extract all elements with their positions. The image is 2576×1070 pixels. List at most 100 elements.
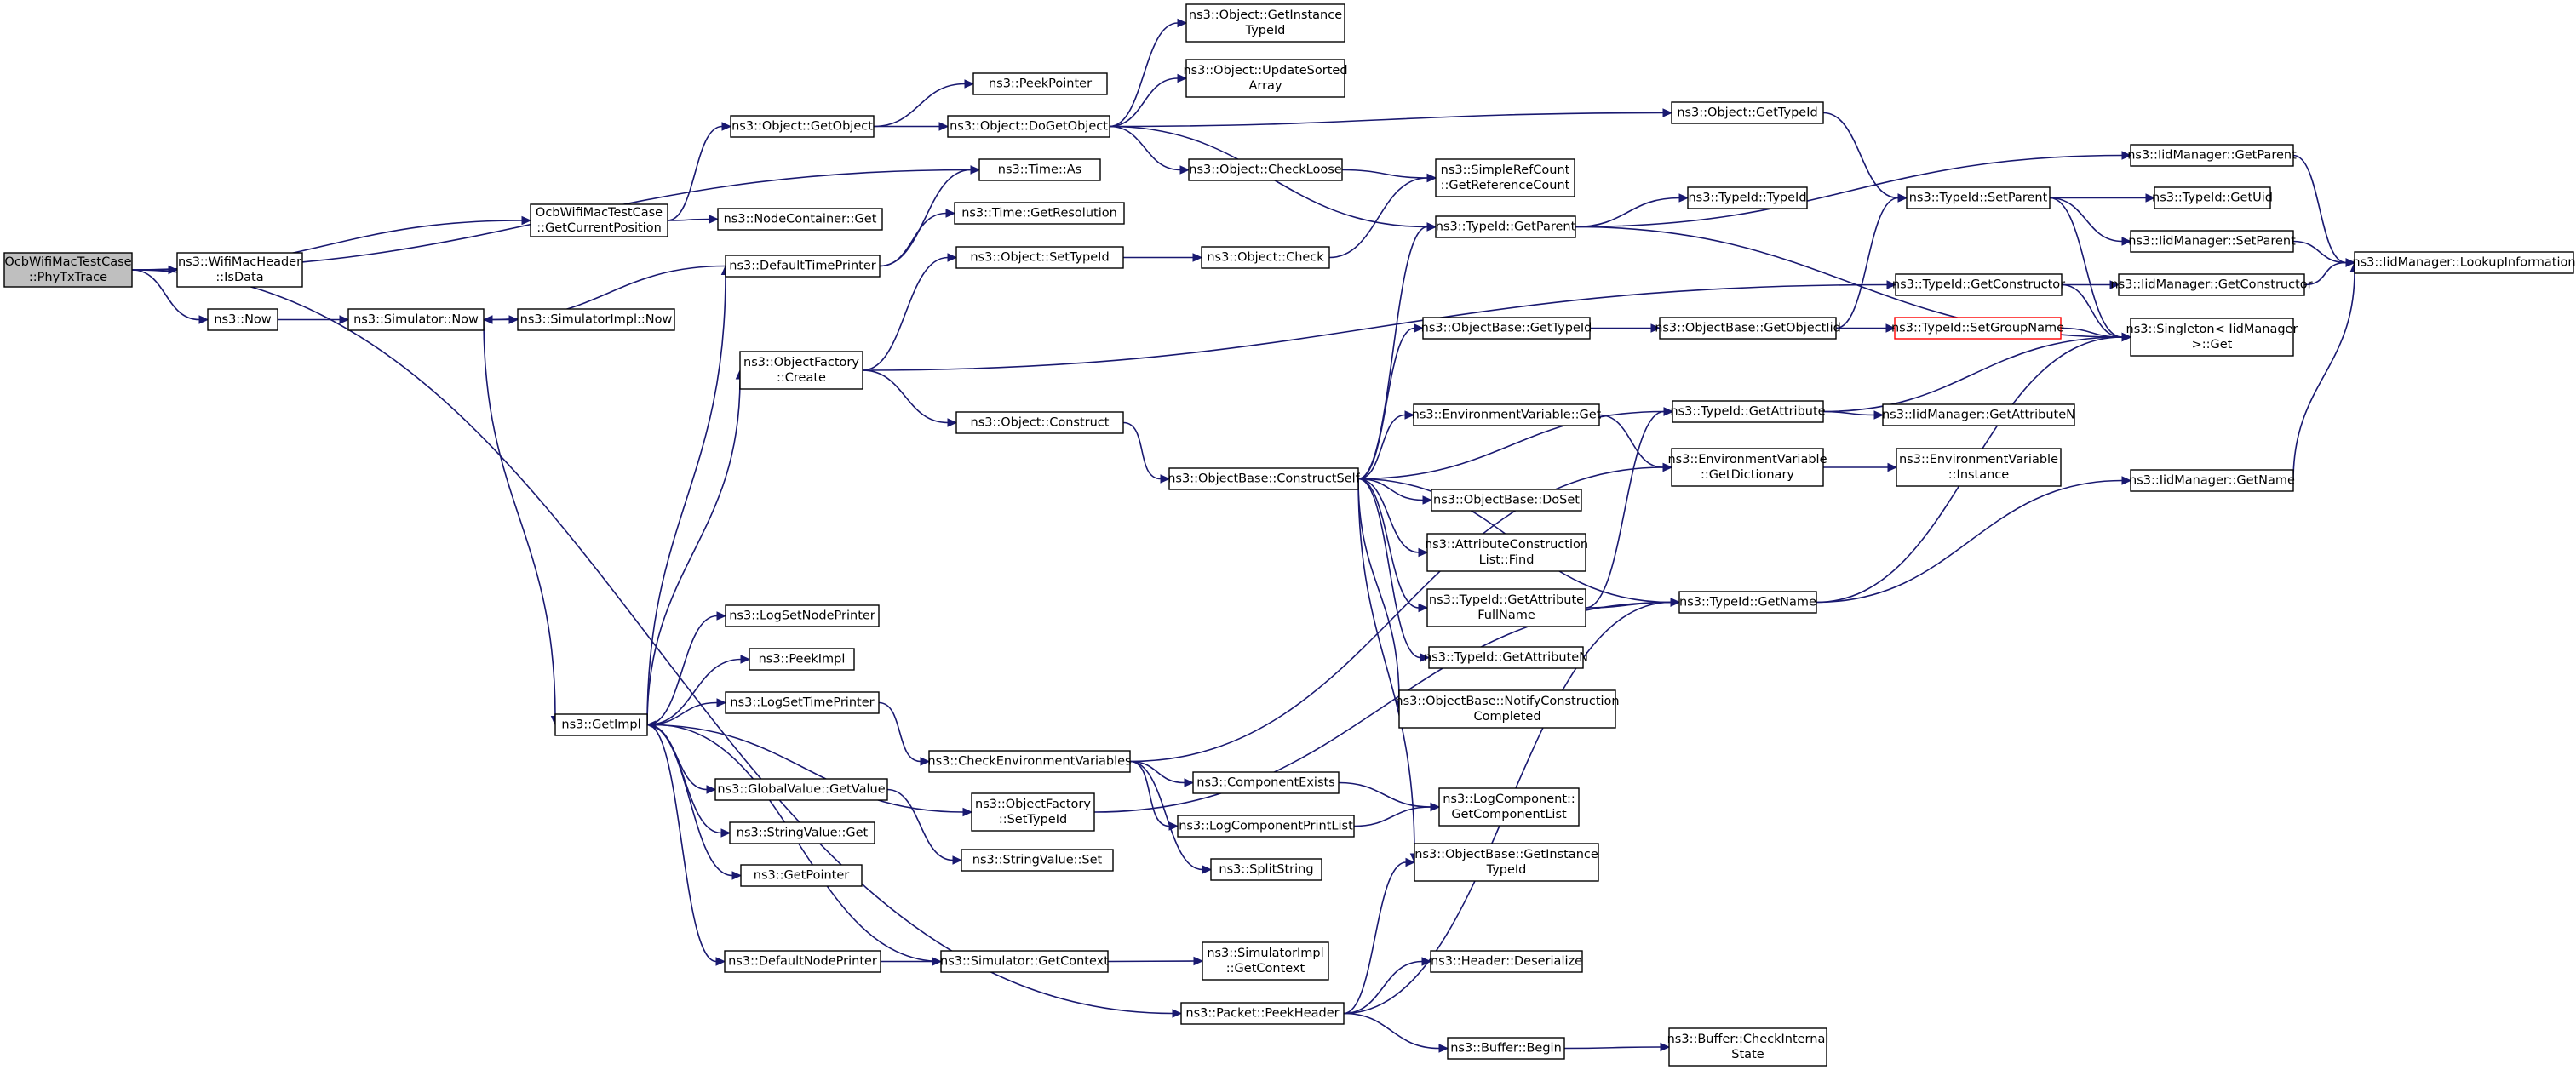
node-box (1896, 448, 2062, 487)
graph-node-node-container-get[interactable]: ns3::NodeContainer::Get (717, 208, 883, 231)
graph-node-peek-pointer[interactable]: ns3::PeekPointer (972, 72, 1108, 95)
call-edge-arrowhead (1404, 410, 1415, 420)
graph-node-sim-impl-get-context[interactable]: ns3::SimulatorImpl::GetContext (1202, 941, 1329, 981)
graph-node-env-var-instance[interactable]: ns3::EnvironmentVariable::Instance (1896, 448, 2062, 487)
call-edge-arrowhead (2109, 280, 2120, 289)
graph-node-peek-impl[interactable]: ns3::PeekImpl (749, 648, 855, 671)
call-edge (1357, 478, 1429, 558)
call-edge-arrowhead (964, 79, 975, 89)
graph-node-string-value-set[interactable]: ns3::StringValue::Set (961, 849, 1114, 872)
graph-node-sim-impl-now[interactable]: ns3::SimulatorImpl::Now (517, 308, 675, 331)
graph-node-log-component-get-component-list[interactable]: ns3::LogComponent::GetComponentList (1438, 787, 1580, 827)
graph-node-iid-get-attribute-n[interactable]: ns3::IidManager::GetAttributeN (1882, 403, 2075, 426)
graph-node-env-var-get[interactable]: ns3::EnvironmentVariable::Get (1412, 403, 1602, 426)
graph-node-time-get-resolution[interactable]: ns3::Time::GetResolution (954, 202, 1125, 225)
graph-node-type-id-get-attribute[interactable]: ns3::TypeId::GetAttribute (1670, 400, 1826, 423)
call-edge-line (1357, 410, 1665, 480)
call-edge-line (2049, 197, 2123, 243)
call-edge-line (2061, 283, 2123, 338)
node-label: ns3::Time::GetResolution (961, 207, 1117, 220)
graph-node-type-id-set-parent[interactable]: ns3::TypeId::SetParent (1906, 186, 2051, 209)
graph-node-construct-self[interactable]: ns3::ObjectBase::ConstructSelf (1168, 467, 1361, 490)
graph-node-iid-get-constructor[interactable]: ns3::IidManager::GetConstructor (2110, 273, 2313, 296)
graph-node-iid-set-parent[interactable]: ns3::IidManager::SetParent (2128, 230, 2296, 253)
graph-node-type-id-get-name[interactable]: ns3::TypeId::GetName (1678, 591, 1817, 614)
graph-node-default-node-printer[interactable]: ns3::DefaultNodePrinter (724, 950, 881, 973)
graph-node-notify-construction-completed[interactable]: ns3::ObjectBase::NotifyConstructionCompl… (1395, 689, 1620, 729)
node-box (530, 203, 668, 237)
node-label: ::GetDictionary (1701, 468, 1794, 482)
graph-node-singleton-get[interactable]: ns3::Singleton< IidManager >::Get (2126, 318, 2298, 357)
graph-node-type-id-get-attribute-n[interactable]: ns3::TypeId::GetAttributeN (1424, 646, 1588, 669)
graph-node-do-get-object[interactable]: ns3::Object::DoGetObject (947, 115, 1110, 138)
call-edge-line (1835, 197, 1899, 329)
graph-node-iid-lookup-information[interactable]: ns3::IidManager::LookupInformation (2352, 251, 2576, 274)
graph-node-buffer-begin[interactable]: ns3::Buffer::Begin (1447, 1037, 1565, 1060)
call-edge-line (1575, 154, 2123, 228)
graph-node-now[interactable]: ns3::Now (207, 308, 278, 331)
graph-node-sim-now[interactable]: ns3::Simulator::Now (347, 308, 485, 331)
call-edge-line (1109, 22, 1179, 128)
graph-node-string-value-get[interactable]: ns3::StringValue::Get (729, 821, 875, 844)
graph-node-type-id-get-constructor[interactable]: ns3::TypeId::GetConstructor (1892, 273, 2065, 296)
call-edge (1585, 407, 1674, 609)
graph-node-packet-peek-header[interactable]: ns3::Packet::PeekHeader (1180, 1002, 1345, 1025)
graph-node-component-exists[interactable]: ns3::ComponentExists (1192, 771, 1340, 794)
node-label: ns3::Object::Check (1207, 251, 1324, 265)
call-edge-arrowhead (952, 855, 963, 865)
graph-node-get-current-position[interactable]: OcbWifiMacTestCase::GetCurrentPosition (530, 203, 668, 237)
graph-node-time-as[interactable]: ns3::Time::As (978, 158, 1101, 181)
call-edge (646, 698, 727, 726)
node-box (725, 255, 881, 278)
graph-node-type-id-type-id[interactable]: ns3::TypeId::TypeId (1687, 186, 1808, 209)
graph-node-obj-base-get-type-id[interactable]: ns3::ObjectBase::GetTypeId (1421, 317, 1592, 340)
graph-node-obj-factory-create[interactable]: ns3::ObjectFactory::Create (739, 351, 863, 390)
graph-node-header-deserialize[interactable]: ns3::Header::Deserialize (1430, 950, 1583, 973)
graph-node-check-loose[interactable]: ns3::Object::CheckLoose (1188, 158, 1343, 181)
graph-node-obj-base-do-set[interactable]: ns3::ObjectBase::DoSet (1431, 489, 1582, 512)
graph-node-obj-factory-set-type-id[interactable]: ns3::ObjectFactory::SetTypeId (971, 792, 1095, 832)
graph-node-obj-construct[interactable]: ns3::Object::Construct (955, 411, 1124, 434)
graph-node-obj-get-object[interactable]: ns3::Object::GetObject (730, 115, 875, 138)
graph-node-is-data[interactable]: ns3::WifiMacHeader::IsData (176, 252, 303, 288)
call-edge-line (1585, 601, 1672, 609)
graph-node-type-id-get-parent[interactable]: ns3::TypeId::GetParent (1435, 215, 1576, 238)
graph-node-sim-get-context[interactable]: ns3::Simulator::GetContext (940, 950, 1109, 973)
graph-node-iid-get-parent[interactable]: ns3::IidManager::GetParent (2127, 144, 2297, 167)
graph-node-obj-base-get-object-iid[interactable]: ns3::ObjectBase::GetObjectIid (1655, 317, 1841, 340)
graph-node-iid-get-name[interactable]: ns3::IidManager::GetName (2129, 469, 2295, 492)
graph-node-global-value-get-value[interactable]: ns3::GlobalValue::GetValue (714, 778, 888, 801)
graph-node-default-time-printer[interactable]: ns3::DefaultTimePrinter (725, 255, 881, 278)
graph-node-log-set-time-printer[interactable]: ns3::LogSetTimePrinter (725, 691, 880, 714)
call-edge-arrowhead (970, 165, 981, 175)
graph-node-type-id-get-uid[interactable]: ns3::TypeId::GetUid (2152, 186, 2273, 209)
node-label: ns3::DefaultTimePrinter (729, 260, 875, 273)
call-edge-line (1122, 421, 1162, 480)
graph-node-get-pointer[interactable]: ns3::GetPointer (740, 864, 863, 887)
graph-node-env-var-get-dictionary[interactable]: ns3::EnvironmentVariable::GetDictionary (1667, 448, 1827, 487)
graph-node-obj-set-type-id[interactable]: ns3::Object::SetTypeId (955, 246, 1124, 269)
node-box (1426, 533, 1586, 572)
node-label: ns3::TypeId::GetParent (1436, 220, 1576, 234)
graph-node-root[interactable]: OcbWifiMacTestCase::PhyTxTrace (3, 252, 133, 288)
graph-node-obj-get-type-id[interactable]: ns3::Object::GetTypeId (1671, 101, 1824, 124)
graph-node-split-string[interactable]: ns3::SplitString (1210, 858, 1322, 881)
graph-node-get-impl[interactable]: ns3::GetImpl (554, 713, 648, 736)
graph-node-log-set-node-printer[interactable]: ns3::LogSetNodePrinter (725, 604, 880, 627)
node-label: ns3::Object::UpdateSorted (1183, 64, 1347, 77)
node-label: ns3::TypeId::TypeId (1688, 192, 1806, 205)
graph-node-simple-ref-count[interactable]: ns3::SimpleRefCount::GetReferenceCount (1435, 158, 1575, 197)
node-box (1431, 489, 1582, 512)
node-label: ns3::Object::CheckLoose (1189, 163, 1341, 177)
graph-node-type-id-set-group-name[interactable]: ns3::TypeId::SetGroupName (1891, 317, 2064, 340)
call-edge-arrowhead (2121, 237, 2132, 246)
graph-node-log-component-print-list[interactable]: ns3::LogComponentPrintList (1177, 815, 1355, 838)
graph-node-obj-check[interactable]: ns3::Object::Check (1201, 246, 1330, 269)
graph-node-check-env-vars[interactable]: ns3::CheckEnvironmentVariables (927, 750, 1132, 773)
